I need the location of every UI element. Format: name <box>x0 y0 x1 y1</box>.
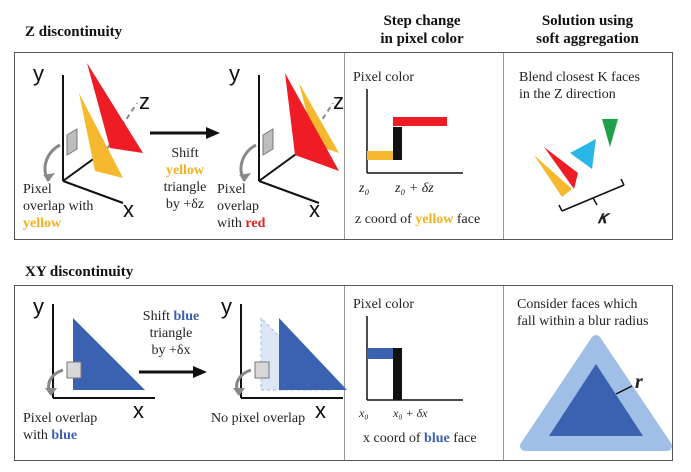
z-left-caption: Pixel overlap with yellow <box>23 182 94 231</box>
z-tick-z0: z₀ <box>359 181 370 196</box>
z-graph-title: Pixel color <box>353 70 415 85</box>
xy-right-blue-triangle <box>279 318 347 390</box>
z-right-red-triangle <box>285 73 339 171</box>
xy-left-blue-triangle <box>73 318 145 390</box>
xy-left-axis-y: y <box>33 294 44 319</box>
z-section-title: Z discontinuity <box>25 24 123 40</box>
z-solution-red-triangle <box>544 147 578 189</box>
z-right-axis-x: x <box>309 197 320 222</box>
xy-right-axes <box>233 304 347 399</box>
xy-tick-x0dx: x₀ + δx <box>393 406 428 420</box>
xy-solution-blur <box>520 335 672 451</box>
xy-left-axis-x: x <box>133 398 144 423</box>
z-right-caption: Pixel overlap with red <box>217 182 266 231</box>
z-shift-label: Shift yellow triangle by +δz <box>163 146 207 212</box>
z-discontinuity-panel: y z x Pixel overlap with yellow Shift ye… <box>14 52 673 240</box>
z-right-axis-y: y <box>229 61 240 86</box>
xy-tick-x0: x₀ <box>359 406 369 420</box>
z-right-yellow-triangle <box>299 83 339 153</box>
solution-header: Solution using soft aggregation <box>536 13 639 47</box>
z-solution-text: Blend closest K faces in the Z direction <box>519 70 640 102</box>
xy-left-axes <box>45 304 155 399</box>
z-right-axes <box>239 73 339 204</box>
z-divider-1 <box>344 53 345 239</box>
z-left-yellow-triangle <box>79 93 123 178</box>
z-shift-arrow <box>150 127 220 139</box>
xy-right-caption: No pixel overlap <box>211 411 306 426</box>
z-solution-cyan-triangle <box>570 139 596 169</box>
z-right-pixel <box>262 128 274 156</box>
xy-divider-2 <box>503 286 504 460</box>
z-kappa-label: 𝜅 <box>598 207 607 227</box>
z-left-red-triangle <box>87 63 143 153</box>
z-solution-triangles <box>534 119 625 212</box>
z-right-axis-z: z <box>333 89 344 114</box>
xy-right-pixel <box>254 361 270 379</box>
xy-right-axis-x: x <box>315 398 326 423</box>
xy-graph-caption: x coord of blue face <box>363 431 477 446</box>
xy-left-pixel <box>66 361 82 379</box>
z-left-axis-x: x <box>123 197 134 222</box>
z-left-axis-z: z <box>139 89 150 114</box>
xy-step-graph <box>366 316 463 401</box>
z-solution-green-triangle <box>602 119 618 147</box>
xy-discontinuity-panel: y x Pixel overlap with blue Shift blue t… <box>14 285 673 461</box>
z-left-axes <box>43 63 143 204</box>
z-left-pixel <box>66 128 78 156</box>
z-step-graph <box>366 89 463 174</box>
z-solution-yellow-triangle <box>534 155 572 197</box>
xy-section-title: XY discontinuity <box>25 264 134 280</box>
z-graph-caption: z coord of yellow face <box>355 212 481 227</box>
xy-shift-arrow <box>139 366 207 378</box>
xy-solution-blue-triangle <box>549 364 643 436</box>
xy-divider-1 <box>344 286 345 460</box>
z-divider-2 <box>503 53 504 239</box>
z-tick-z0dz: z₀ + δz <box>395 181 434 196</box>
xy-graph-title: Pixel color <box>353 297 415 312</box>
xy-shift-label: Shift blue triangle by +δx <box>142 309 200 358</box>
xy-radius-label: r <box>635 371 643 393</box>
xy-solution-text: Consider faces which fall within a blur … <box>517 297 649 329</box>
xy-left-caption: Pixel overlap with blue <box>23 411 98 443</box>
step-change-header: Step change in pixel color <box>380 13 464 47</box>
xy-right-axis-y: y <box>221 294 232 319</box>
z-left-axis-y: y <box>33 61 44 86</box>
